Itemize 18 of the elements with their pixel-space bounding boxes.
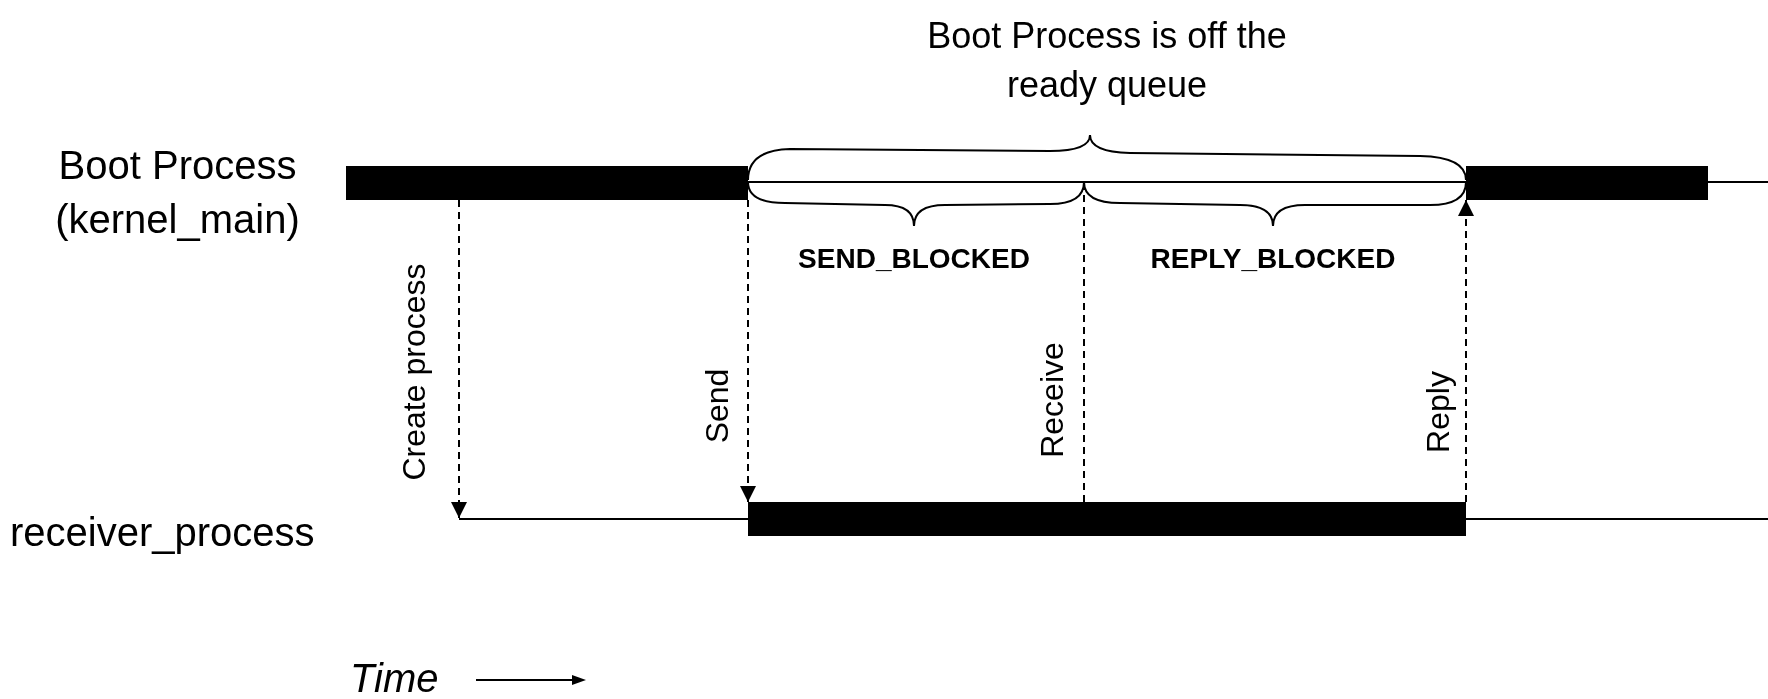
timeline-bar (346, 166, 748, 200)
timeline-line (459, 518, 748, 520)
edge-label: Receive (1036, 342, 1068, 458)
state-label: SEND_BLOCKED (797, 244, 1031, 275)
edge-label: Create process (398, 263, 430, 481)
edge-label: Send (701, 368, 733, 444)
arrow (740, 199, 756, 503)
arrow (451, 199, 467, 519)
timeline-bar (1466, 166, 1708, 200)
annotation-text: Boot Process is off the ready queue (926, 14, 1288, 107)
process-name: Boot Process (kernel_main) (54, 142, 301, 243)
timeline-bar (748, 502, 1466, 536)
arrow (1458, 199, 1474, 503)
timeline-line (748, 181, 1466, 183)
axis-label: Time (350, 656, 440, 699)
process-name: receiver_process (10, 509, 316, 556)
edge-label: Reply (1422, 371, 1454, 453)
state-label: REPLY_BLOCKED (1149, 244, 1397, 275)
